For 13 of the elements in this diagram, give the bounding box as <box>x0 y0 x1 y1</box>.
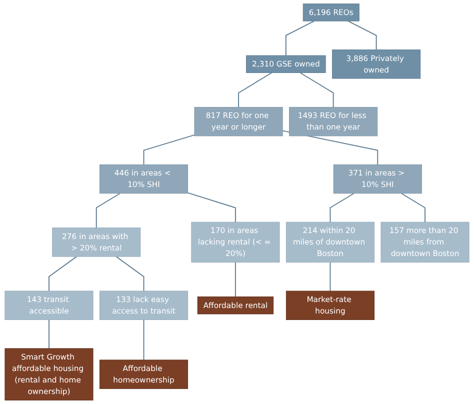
connector <box>234 262 236 298</box>
connector <box>116 256 144 292</box>
connector <box>187 192 236 223</box>
connector <box>48 256 78 292</box>
connector <box>143 134 195 166</box>
connector <box>48 319 50 349</box>
connector <box>330 262 331 292</box>
connector <box>238 72 272 108</box>
connector <box>300 72 334 108</box>
connector <box>330 192 354 223</box>
connector <box>143 319 144 360</box>
connector <box>348 20 377 50</box>
connector <box>400 192 426 223</box>
